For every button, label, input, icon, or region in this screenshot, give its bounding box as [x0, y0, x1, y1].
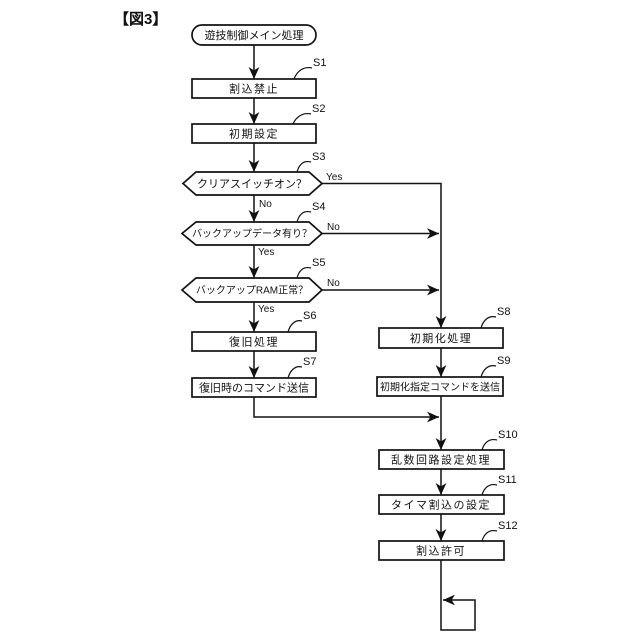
process-s1-box — [191, 78, 317, 99]
process-s7-label: 復旧時のコマンド送信 — [199, 381, 309, 395]
decision-s4-label: バックアップデータ有り？ — [192, 227, 312, 240]
step-ref-s4: S4 — [312, 201, 325, 213]
step-ref-s2: S2 — [312, 103, 325, 115]
process-s7-box — [191, 377, 317, 398]
edge-s3-yes-right — [322, 182, 447, 328]
start-terminal-label: 遊技制御メイン処理 — [205, 28, 304, 42]
process-s11-box — [378, 494, 505, 515]
process-s12-box — [378, 540, 505, 561]
decision-s3-shape — [181, 171, 324, 196]
process-s8-box — [378, 327, 504, 349]
branch-label-s4-no: No — [327, 222, 340, 233]
step-ref-s8: S8 — [497, 306, 510, 318]
decision-s4-shape — [180, 221, 324, 246]
process-s9-box — [376, 376, 504, 397]
step-ref-s3: S3 — [312, 151, 325, 163]
step-ref-leader-s4 — [296, 210, 312, 223]
process-s8-label: 初期化処理 — [410, 331, 473, 345]
process-s1-label: 割込禁止 — [229, 82, 279, 96]
step-ref-leader-s1 — [293, 66, 313, 80]
decision-s5-label: バックアップRAM正常？ — [196, 284, 308, 297]
step-ref-leader-s6 — [287, 320, 303, 333]
process-s2-box — [191, 123, 317, 144]
step-ref-s10: S10 — [498, 429, 518, 441]
figure-title: 【図3】 — [114, 10, 167, 28]
step-ref-s5: S5 — [312, 257, 325, 269]
branch-label-s3-no: No — [259, 199, 272, 210]
step-ref-leader-s9 — [480, 365, 497, 378]
step-ref-leader-s7 — [287, 366, 303, 379]
step-ref-s7: S7 — [303, 356, 316, 368]
process-s9-label: 初期化指定コマンドを送信 — [380, 381, 500, 394]
process-s11-label: タイマ割込の設定 — [391, 498, 491, 512]
process-s6-box — [191, 331, 317, 352]
decision-s3-label: クリアスイッチオン？ — [197, 178, 307, 191]
start-terminal-shape — [191, 24, 317, 46]
step-ref-leader-s3 — [296, 160, 312, 173]
branch-label-s5-yes: Yes — [258, 304, 274, 315]
step-ref-s1: S1 — [313, 57, 326, 69]
step-ref-s6: S6 — [303, 310, 316, 322]
process-s10-box — [378, 449, 505, 470]
branch-label-s4-yes: Yes — [258, 247, 274, 258]
step-ref-leader-s5 — [296, 266, 312, 279]
step-ref-s9: S9 — [497, 355, 510, 367]
process-s12-label: 割込許可 — [416, 544, 466, 558]
step-ref-s12: S12 — [498, 520, 518, 532]
edge-s12-loop — [440, 560, 476, 631]
branch-label-s3-yes: Yes — [326, 172, 342, 183]
step-ref-leader-s2 — [292, 112, 312, 125]
edge-s7-merge — [253, 397, 439, 423]
process-s10-label: 乱数回路設定処理 — [391, 453, 491, 467]
step-ref-leader-s8 — [480, 316, 497, 329]
branch-label-s5-no: No — [327, 278, 340, 289]
step-ref-leader-s12 — [481, 529, 498, 542]
step-ref-s11: S11 — [498, 474, 517, 486]
process-s6-label: 復旧処理 — [229, 336, 279, 349]
step-ref-leader-s11 — [481, 483, 498, 496]
decision-s5-shape — [180, 277, 324, 303]
process-s2-label: 初期設定 — [229, 127, 279, 141]
step-ref-leader-s10 — [481, 438, 498, 451]
